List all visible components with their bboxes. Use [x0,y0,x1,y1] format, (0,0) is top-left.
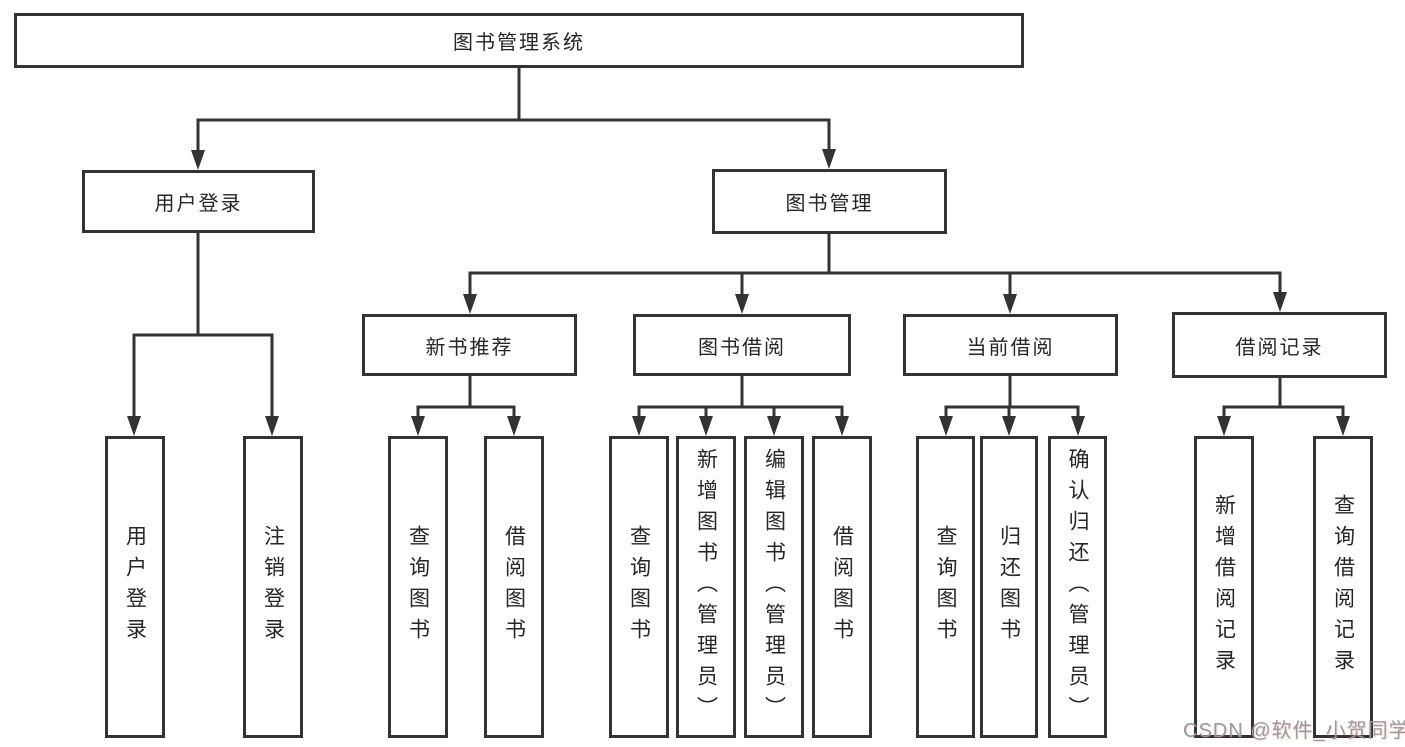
node-library-system-label: 图书管理系统 [453,32,585,54]
node-book-management-label: 图书管理 [785,193,874,215]
node-new-book-recommend-label: 新书推荐 [425,336,514,359]
node-borrowing-records-label: 借阅记录 [1235,336,1324,359]
node-query-borrow-record: 查询借阅记录 [1313,436,1373,738]
node-add-borrow-record: 新增借阅记录 [1194,436,1254,738]
node-user-login-action: 用户登录 [105,436,165,738]
node-book-borrowing-label: 图书借阅 [698,336,786,359]
node-borrowing-records: 借阅记录 [1172,312,1387,378]
node-current-borrowing: 当前借阅 [903,314,1118,376]
csdn-watermark: CSDN @软件_小贺同学 [1183,720,1405,742]
node-book-borrowing: 图书借阅 [633,314,851,376]
node-edit-books-admin: 编辑图书（管理员） [744,436,804,738]
node-query-books-borrowing: 查询图书 [609,436,669,738]
node-user-login-label: 用户登录 [154,193,243,215]
node-library-system: 图书管理系统 [14,13,1024,68]
node-user-login: 用户登录 [82,170,315,233]
node-logout-action: 注销登录 [243,436,303,738]
node-borrow-books: 借阅图书 [812,436,872,738]
node-return-books: 归还图书 [980,436,1038,738]
node-book-management: 图书管理 [712,169,947,234]
node-confirm-return-admin: 确认归还（管理员） [1048,436,1107,738]
node-query-books-recommend: 查询图书 [388,436,448,738]
node-current-borrowing-label: 当前借阅 [966,336,1055,359]
node-add-books-admin: 新增图书（管理员） [676,436,736,738]
node-query-books-current: 查询图书 [916,436,975,738]
node-borrow-books-recommend: 借阅图书 [484,436,544,738]
node-new-book-recommend: 新书推荐 [362,314,577,376]
